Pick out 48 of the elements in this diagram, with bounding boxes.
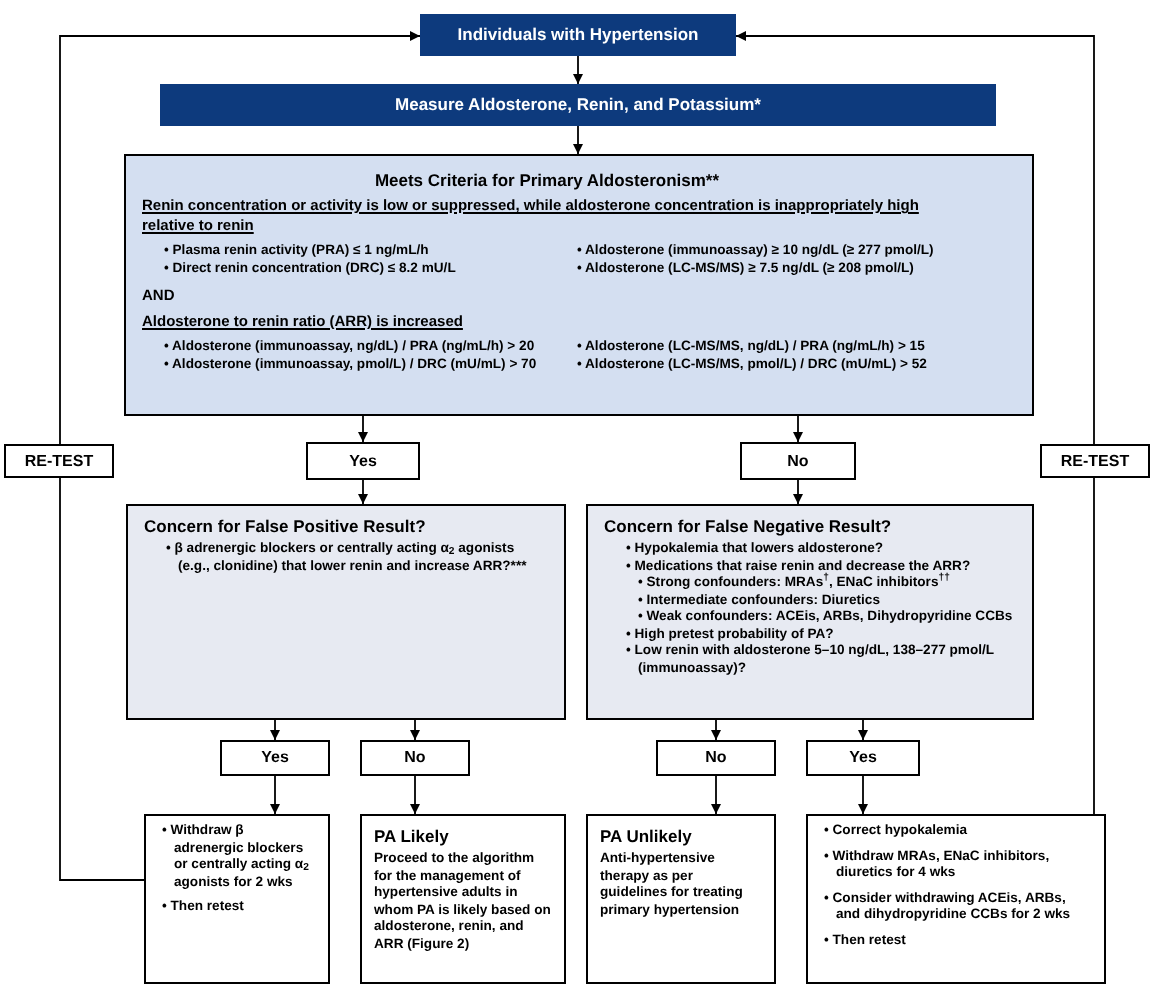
- connector-arrow: [410, 775, 420, 815]
- answer-box: [4, 444, 114, 478]
- connector-arrow: [59, 31, 421, 445]
- box-label: Yes: [349, 449, 377, 473]
- connector-arrow: [858, 719, 868, 741]
- box-label: Measure Aldosterone, Renin, and Potassium*: [395, 92, 761, 118]
- box-label: No: [787, 449, 809, 473]
- connector-arrow: [793, 479, 803, 505]
- box-heading: Meets Criteria for Primary Aldosteronism**: [372, 168, 722, 192]
- connector-arrow: [358, 479, 368, 505]
- answer-box: [740, 442, 856, 480]
- criteria-box: [124, 154, 1034, 416]
- box-label: Individuals with Hypertension: [457, 22, 699, 48]
- box-label: Yes: [261, 746, 289, 770]
- question-box: [586, 504, 1034, 720]
- connector-arrow: [711, 775, 721, 815]
- connector-arrow: [270, 775, 280, 815]
- box-label: RE-TEST: [24, 449, 94, 473]
- process-box: [160, 84, 996, 126]
- box-heading: PA Likely: [374, 824, 451, 848]
- answer-box: [656, 740, 776, 776]
- box-label: RE-TEST: [1060, 449, 1130, 473]
- action-box: [360, 814, 566, 984]
- answer-box: [806, 740, 920, 776]
- answer-box: [306, 442, 420, 480]
- connector-arrow: [858, 775, 868, 815]
- question-box: [126, 504, 566, 720]
- connector-arrow: [711, 719, 721, 741]
- connector-arrow: [358, 415, 368, 443]
- answer-box: [1040, 444, 1150, 478]
- process-box: [420, 14, 736, 56]
- action-box: [144, 814, 330, 984]
- box-heading: Concern for False Negative Result?: [604, 514, 894, 538]
- connector-arrow: [573, 125, 583, 155]
- box-label: No: [404, 746, 426, 770]
- action-box: [586, 814, 776, 984]
- connector-arrow: [735, 31, 1095, 445]
- connector-arrow: [270, 719, 280, 741]
- answer-box: [220, 740, 330, 776]
- box-label: Yes: [849, 746, 877, 770]
- box-label: No: [705, 746, 727, 770]
- box-heading: Concern for False Positive Result?: [144, 514, 428, 538]
- connector-arrow: [793, 415, 803, 443]
- action-box: [806, 814, 1106, 984]
- connector-arrow: [573, 55, 583, 85]
- answer-box: [360, 740, 470, 776]
- box-heading: PA Unlikely: [600, 824, 694, 848]
- connector-arrow: [410, 719, 420, 741]
